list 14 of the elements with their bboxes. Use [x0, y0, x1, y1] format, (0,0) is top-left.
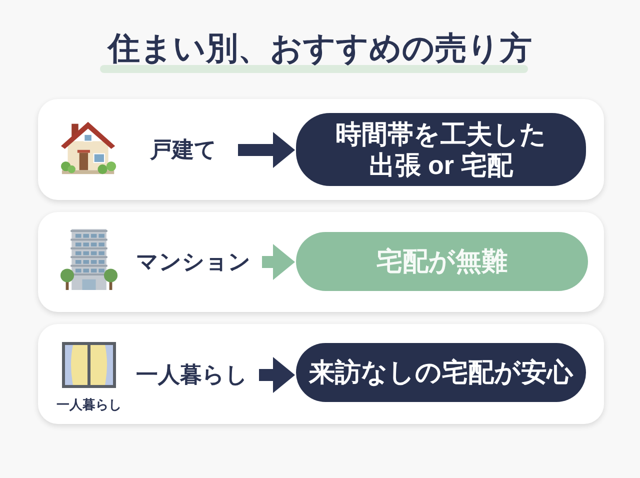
housing-type-label: 一人暮らし	[136, 362, 248, 388]
icon-caption: 一人暮らし	[56, 397, 122, 413]
recommendation-pill: 来訪なしの宅配が安心	[296, 343, 586, 402]
recommendation-pill: 時間帯を工夫した出張 or 宅配	[296, 113, 586, 186]
housing-type-label: 戸建て	[150, 137, 217, 163]
row-card	[38, 324, 604, 424]
arrow	[262, 244, 295, 280]
arrow	[259, 357, 295, 393]
row-card	[38, 212, 604, 312]
arrow	[238, 132, 295, 168]
recommendation-pill: 宅配が無難	[296, 232, 588, 291]
row-card	[38, 99, 604, 200]
title: 住まい別、おすすめの売り方	[108, 29, 532, 68]
housing-type-label: マンション	[136, 249, 251, 275]
